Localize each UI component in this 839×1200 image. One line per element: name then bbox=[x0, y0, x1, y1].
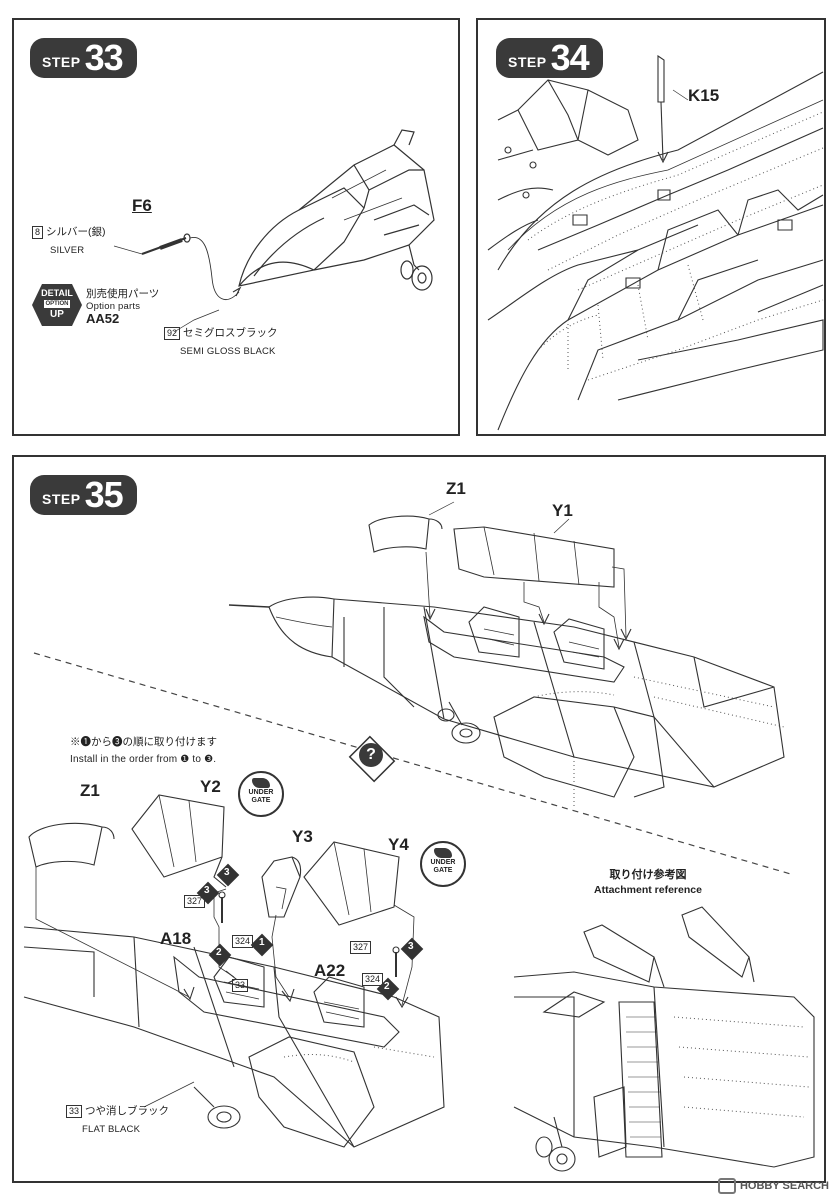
paint33-en: FLAT BLACK bbox=[82, 1124, 141, 1135]
option-jp: 別売使用パーツ bbox=[86, 288, 160, 300]
under-gate-word2: GATE bbox=[251, 797, 271, 804]
watermark-icon bbox=[717, 1178, 736, 1194]
under-gate-word1: UNDER bbox=[248, 789, 274, 796]
paint92-number: 92 bbox=[164, 327, 181, 340]
step33-badge: STEP 33 bbox=[30, 37, 137, 78]
order-3c-label: 3 bbox=[408, 941, 414, 952]
paint92-en: SEMI GLOSS BLACK bbox=[180, 346, 276, 357]
step35-number: 35 bbox=[84, 474, 124, 515]
nipper-glyph bbox=[252, 778, 270, 788]
attachment-reference-title: 取り付け参考図 Attachment reference bbox=[594, 867, 702, 897]
nipper-icon: UNDER GATE bbox=[420, 841, 466, 887]
detail-word: DETAIL bbox=[41, 288, 73, 298]
part-a18-label: A18 bbox=[160, 929, 192, 948]
nipper-glyph bbox=[434, 848, 452, 858]
step35-panel: STEP 35 bbox=[12, 455, 826, 1183]
hobby-search-watermark: HOBBY SEARCH bbox=[717, 1178, 829, 1194]
install-order-note: ※❶から❸の順に取り付けます Install in the order from… bbox=[70, 733, 217, 768]
step34-fuselage-drawing bbox=[478, 20, 826, 436]
order-2a-label: 2 bbox=[216, 947, 222, 958]
option-part-aa52: AA52 bbox=[86, 311, 120, 326]
under-gate-word2: GATE bbox=[433, 867, 453, 874]
part-k15-label: K15 bbox=[688, 86, 720, 105]
part-a22-label: A22 bbox=[314, 961, 346, 980]
nipper-icon: UNDER GATE bbox=[238, 771, 284, 817]
step33-number: 33 bbox=[84, 37, 124, 78]
order-3b-label: 3 bbox=[204, 885, 210, 896]
paint-33-callout: 33 bbox=[232, 979, 249, 992]
step33-nose-drawing bbox=[14, 20, 460, 436]
step33-word: STEP bbox=[42, 54, 81, 70]
flip-view-icon-glyph: ? bbox=[359, 743, 383, 767]
option-word: OPTION bbox=[44, 300, 70, 308]
part-z1-label: Z1 bbox=[80, 781, 100, 800]
paint8-jp: シルバー(銀) bbox=[46, 226, 106, 238]
order-1-label: 1 bbox=[259, 937, 265, 948]
watermark-text: HOBBY SEARCH bbox=[739, 1180, 829, 1192]
step34-word: STEP bbox=[508, 54, 547, 70]
step35-word: STEP bbox=[42, 491, 81, 507]
attach-en: Attachment reference bbox=[594, 884, 702, 896]
part-z1-top-label: Z1 bbox=[446, 479, 466, 498]
step33-panel: STEP 33 bbox=[12, 18, 460, 436]
order-3a-label: 3 bbox=[224, 867, 230, 878]
order-note-jp: ※❶から❸の順に取り付けます bbox=[70, 736, 217, 748]
step35-drawing bbox=[14, 457, 826, 1183]
attach-jp: 取り付け参考図 bbox=[609, 869, 687, 881]
paint33-number: 33 bbox=[66, 1105, 83, 1118]
paint-327-b: 327 bbox=[350, 941, 372, 954]
detail-option-up-icon: DETAIL OPTION UP bbox=[32, 284, 82, 326]
step34-badge: STEP 34 bbox=[496, 37, 603, 78]
paint8-number: 8 bbox=[32, 226, 44, 239]
part-y2-label: Y2 bbox=[200, 777, 221, 796]
under-gate-word1: UNDER bbox=[430, 859, 456, 866]
paint8-en: SILVER bbox=[50, 245, 85, 256]
order-2b-label: 2 bbox=[384, 981, 390, 992]
option-parts-note: 別売使用パーツ Option parts AA52 bbox=[86, 288, 159, 327]
order-note-en: Install in the order from ❶ to ❸. bbox=[70, 754, 217, 765]
up-word: UP bbox=[50, 309, 64, 320]
part-y4-label: Y4 bbox=[388, 835, 409, 854]
part-y3-label: Y3 bbox=[292, 827, 313, 846]
option-en: Option parts bbox=[86, 301, 141, 312]
part-f6-label: F6 bbox=[132, 196, 152, 215]
part-y1-label: Y1 bbox=[552, 501, 573, 520]
step35-badge: STEP 35 bbox=[30, 474, 137, 515]
paint-324-b: 324 bbox=[362, 973, 384, 986]
paint33-jp: つや消しブラック bbox=[85, 1105, 170, 1117]
paint92-jp: セミグロスブラック bbox=[183, 327, 278, 339]
step34-panel: STEP 34 K15 bbox=[476, 18, 826, 436]
paint-324-a: 324 bbox=[232, 935, 254, 948]
step34-number: 34 bbox=[550, 37, 590, 78]
